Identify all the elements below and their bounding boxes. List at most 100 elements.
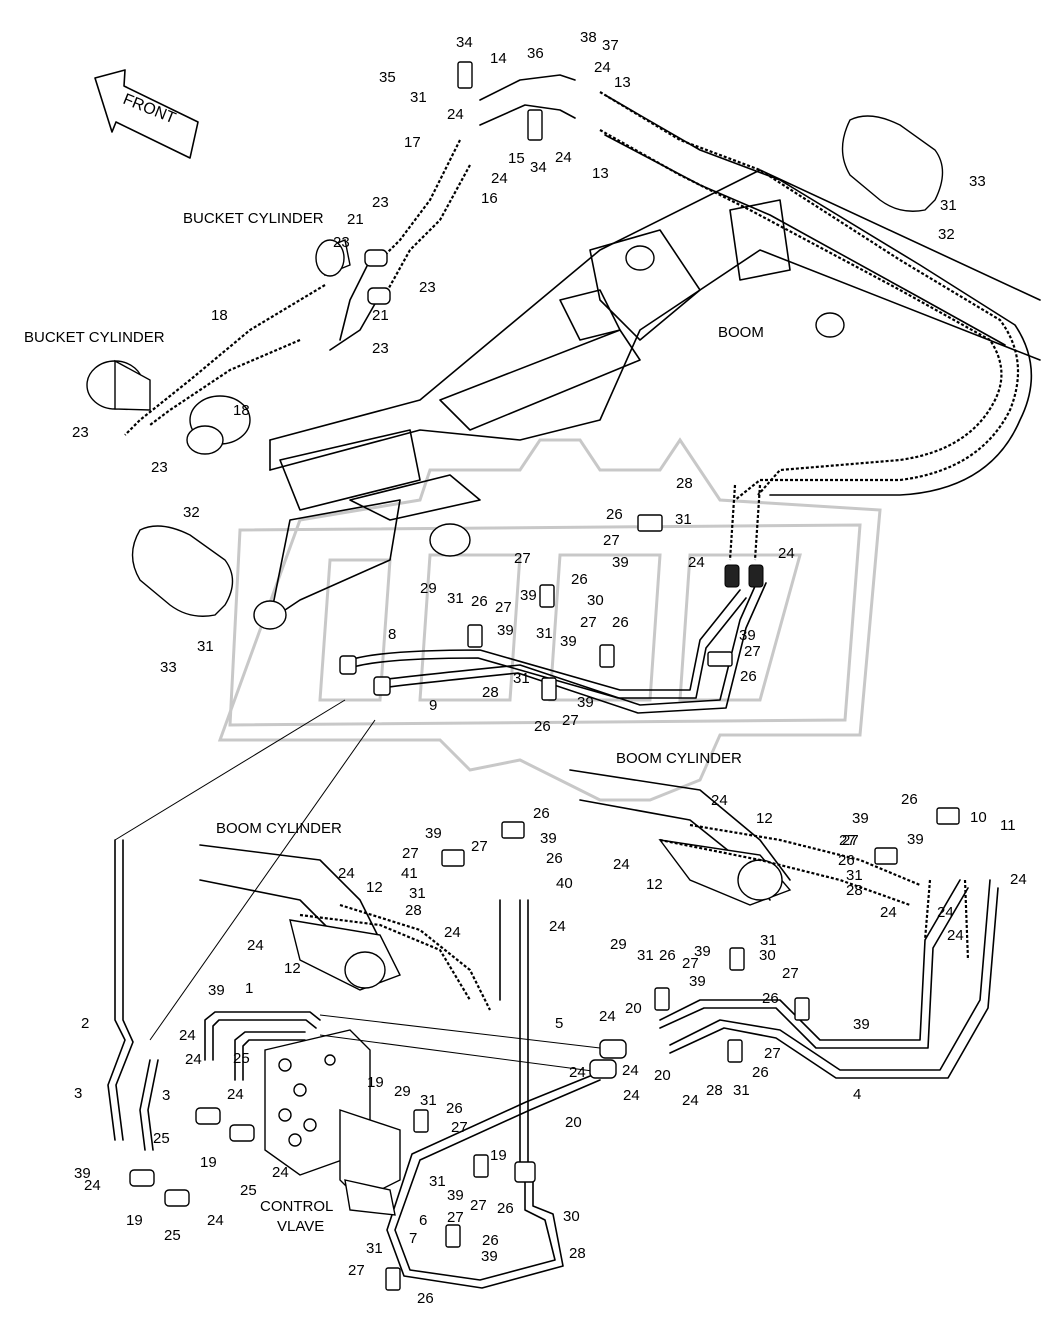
- callout-14: 14: [490, 50, 507, 67]
- callout-27: 27: [514, 550, 531, 567]
- callout-39: 39: [853, 1016, 870, 1033]
- callout-27: 27: [744, 643, 761, 660]
- callout-26: 26: [762, 990, 779, 1007]
- callout-20: 20: [565, 1114, 582, 1131]
- callout-24: 24: [682, 1092, 699, 1109]
- callout-28: 28: [482, 684, 499, 701]
- callout-26: 26: [612, 614, 629, 631]
- callout-23: 23: [151, 459, 168, 476]
- callout-24: 24: [549, 918, 566, 935]
- callout-12: 12: [646, 876, 663, 893]
- callout-26: 26: [838, 852, 855, 869]
- callout-31: 31: [733, 1082, 750, 1099]
- callout-4: 4: [853, 1086, 861, 1103]
- callout-21: 21: [372, 307, 389, 324]
- callout-24: 24: [711, 792, 728, 809]
- callout-23: 23: [72, 424, 89, 441]
- callout-26: 26: [546, 850, 563, 867]
- callout-23: 23: [372, 340, 389, 357]
- callout-24: 24: [613, 856, 630, 873]
- callout-38: 38: [580, 29, 597, 46]
- callout-8: 8: [388, 626, 396, 643]
- callout-32: 32: [183, 504, 200, 521]
- callout-11: 11: [1000, 817, 1016, 834]
- callout-27: 27: [348, 1262, 365, 1279]
- callout-18: 18: [233, 402, 250, 419]
- callout-3: 3: [74, 1085, 82, 1102]
- callout-3: 3: [162, 1087, 170, 1104]
- callout-27: 27: [495, 599, 512, 616]
- callout-27: 27: [562, 712, 579, 729]
- pipes-1-2-3: [107, 699, 601, 1151]
- callout-24: 24: [491, 170, 508, 187]
- callout-24: 24: [1010, 871, 1027, 888]
- callout-20: 20: [654, 1067, 671, 1084]
- callout-26: 26: [740, 668, 757, 685]
- callout-30: 30: [759, 947, 776, 964]
- callout-24: 24: [447, 106, 464, 123]
- callout-24: 24: [272, 1164, 289, 1181]
- callout-28: 28: [706, 1082, 723, 1099]
- callout-40: 40: [556, 875, 573, 892]
- callout-24: 24: [207, 1212, 224, 1229]
- callout-31: 31: [940, 197, 957, 214]
- callout-6: 6: [419, 1212, 427, 1229]
- caption-control-valve-1: CONTROL: [260, 1198, 333, 1215]
- callout-23: 23: [419, 279, 436, 296]
- caption-boom: BOOM: [718, 324, 764, 341]
- callout-20: 20: [625, 1000, 642, 1017]
- callout-39: 39: [425, 825, 442, 842]
- callout-27: 27: [580, 614, 597, 631]
- clamps: [385, 61, 960, 1291]
- fittings: [129, 249, 627, 1207]
- callout-26: 26: [606, 506, 623, 523]
- callout-24: 24: [623, 1087, 640, 1104]
- callout-41: 41: [401, 865, 418, 882]
- callout-10: 10: [970, 809, 987, 826]
- callout-31: 31: [429, 1173, 446, 1190]
- callout-29: 29: [420, 580, 437, 597]
- callout-26: 26: [571, 571, 588, 588]
- callout-27: 27: [471, 838, 488, 855]
- callout-24: 24: [179, 1027, 196, 1044]
- callout-24: 24: [227, 1086, 244, 1103]
- callout-25: 25: [153, 1130, 170, 1147]
- callout-31: 31: [420, 1092, 437, 1109]
- callout-24: 24: [84, 1177, 101, 1194]
- callout-23: 23: [333, 234, 350, 251]
- callout-39: 39: [481, 1248, 498, 1265]
- front-arrow-icon: FRONT: [94, 69, 199, 159]
- pipes-4-5: [659, 879, 999, 1079]
- callout-27: 27: [451, 1119, 468, 1136]
- callout-23: 23: [372, 194, 389, 211]
- callout-25: 25: [240, 1182, 257, 1199]
- callout-27: 27: [764, 1045, 781, 1062]
- callout-31: 31: [366, 1240, 383, 1257]
- callout-12: 12: [366, 879, 383, 896]
- callout-27: 27: [682, 955, 699, 972]
- callout-31: 31: [447, 590, 464, 607]
- callout-18: 18: [211, 307, 228, 324]
- callout-26: 26: [471, 593, 488, 610]
- callout-31: 31: [409, 885, 426, 902]
- callout-27: 27: [402, 845, 419, 862]
- callout-19: 19: [490, 1147, 507, 1164]
- bucket-cylinders: [86, 239, 351, 455]
- callout-39: 39: [577, 694, 594, 711]
- callout-24: 24: [937, 904, 954, 921]
- pipes-6-7: [386, 899, 601, 1289]
- callout-2: 2: [81, 1015, 89, 1032]
- callout-15: 15: [508, 150, 525, 167]
- callout-27: 27: [603, 532, 620, 549]
- callout-33: 33: [969, 173, 986, 190]
- callout-39: 39: [497, 622, 514, 639]
- callout-33: 33: [160, 659, 177, 676]
- callout-26: 26: [417, 1290, 434, 1307]
- callout-39: 39: [560, 633, 577, 650]
- callout-27: 27: [842, 832, 859, 849]
- caption-boom-cylinder-left: BOOM CYLINDER: [216, 820, 342, 837]
- callout-31: 31: [637, 947, 654, 964]
